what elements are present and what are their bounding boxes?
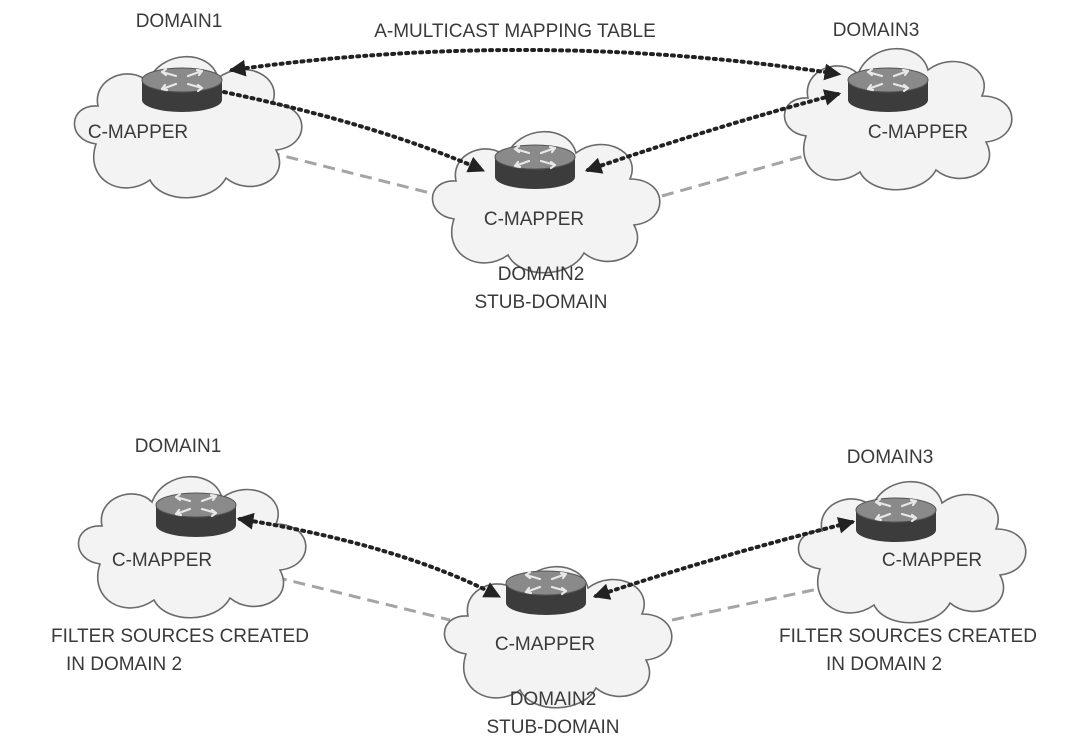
top-mapping-link-d2-d3 (584, 89, 842, 174)
bottom-mapping-link-d1-d2 (236, 512, 501, 598)
bottom-diagram: DOMAIN1 DOMAIN3 C-MAPPER C-MAPPER C-MAPP… (51, 436, 1037, 738)
bottom-dashed-link-d1-d2 (274, 575, 451, 622)
top-domain3-name: DOMAIN3 (833, 20, 920, 41)
bottom-domain1-router-label: C-MAPPER (112, 550, 212, 571)
bottom-domain1-name: DOMAIN1 (135, 436, 222, 457)
top-dashed-link-d2-d3 (661, 150, 819, 198)
top-domain2-name: DOMAIN2 (498, 264, 585, 285)
bottom-domain1-note-line1: FILTER SOURCES CREATED (51, 626, 309, 647)
bottom-dashed-link-d2-d3 (671, 584, 833, 622)
router-icon (504, 569, 588, 617)
bottom-domain3-note-line1: FILTER SOURCES CREATED (779, 626, 1037, 647)
top-mapping-link-d1-d2 (222, 90, 486, 173)
router-icon (154, 491, 238, 539)
top-mapping-table-title: A-MULTICAST MAPPING TABLE (374, 21, 656, 42)
bottom-domain2-router-label: C-MAPPER (495, 634, 595, 655)
bottom-domain3-note-line2: IN DOMAIN 2 (826, 654, 942, 675)
top-dashed-link-d1-d2 (267, 150, 443, 198)
top-domain1-router-label: C-MAPPER (88, 122, 188, 143)
router-icon (846, 66, 930, 114)
top-domain2-subtitle: STUB-DOMAIN (475, 292, 608, 313)
bottom-domain3-name: DOMAIN3 (847, 447, 934, 468)
top-domain3-router-label: C-MAPPER (868, 122, 968, 143)
top-mapping-link-d1-d3 (228, 47, 842, 81)
top-domain1-name: DOMAIN1 (136, 11, 223, 32)
bottom-domain1-note-line2: IN DOMAIN 2 (66, 654, 182, 675)
bottom-domain3-router-label: C-MAPPER (882, 550, 982, 571)
router-icon (493, 143, 577, 191)
router-icon (854, 496, 938, 544)
bottom-domain2-subtitle: STUB-DOMAIN (487, 717, 620, 738)
bottom-domain2-name: DOMAIN2 (510, 689, 597, 710)
router-icon (140, 66, 224, 114)
top-domain2-router-label: C-MAPPER (484, 209, 584, 230)
top-diagram: DOMAIN1 A-MULTICAST MAPPING TABLE DOMAIN… (73, 11, 1013, 313)
bottom-mapping-link-d2-d3 (592, 517, 856, 600)
